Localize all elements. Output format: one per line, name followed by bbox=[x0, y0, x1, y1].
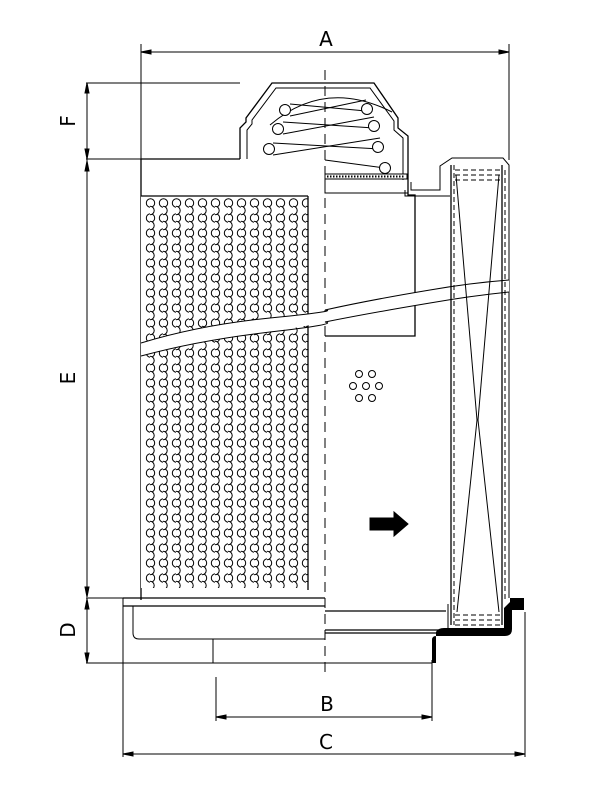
dimension-c: C bbox=[122, 598, 526, 757]
dimension-d: D bbox=[56, 597, 432, 664]
dimension-f: F bbox=[56, 82, 240, 160]
top-spring-housing bbox=[239, 82, 409, 194]
dimension-e: E bbox=[56, 159, 90, 598]
perforated-core bbox=[140, 195, 510, 590]
label-f: F bbox=[56, 115, 80, 127]
pleated-media bbox=[450, 165, 506, 626]
spring-icon bbox=[263, 99, 391, 174]
flow-direction-arrow-icon bbox=[369, 510, 409, 538]
label-b: B bbox=[320, 692, 334, 716]
label-d: D bbox=[56, 622, 80, 637]
hole-cluster-icon bbox=[349, 370, 383, 402]
dimension-b: B bbox=[215, 660, 433, 721]
dimension-a: A bbox=[140, 27, 510, 162]
label-c: C bbox=[319, 730, 333, 754]
label-e: E bbox=[56, 372, 80, 385]
label-a: A bbox=[319, 27, 333, 51]
bottom-end-cap bbox=[122, 597, 524, 663]
